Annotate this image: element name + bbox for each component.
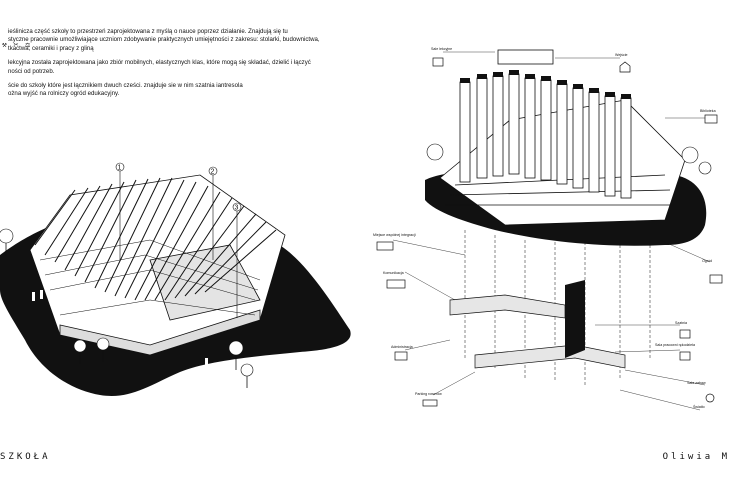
trees: [0, 228, 254, 377]
ground-floor-slabs: [449, 294, 626, 369]
floor-slabs: [39, 239, 261, 316]
callout-markers: [115, 162, 242, 318]
footer-author: Oliwia M: [662, 452, 730, 462]
label-play-room: Sala zabaw: [687, 381, 706, 385]
label-communication: Komunikacja: [383, 271, 404, 275]
label-leaders: [392, 51, 711, 411]
column-caps: [460, 70, 631, 99]
left-page: ⚒ ✂ ⚖ ieślinicza część szkoły to przestr…: [0, 28, 351, 462]
tree-trunks: [5, 243, 248, 388]
callout-3: 3: [235, 205, 239, 212]
label-icons: [376, 57, 723, 407]
workshop-tools-icon: ⚒ ✂ ⚖: [2, 40, 32, 49]
paragraph-workshops: ieślinicza część szkoły to przestrzeń za…: [8, 28, 320, 52]
callout-2: 2: [211, 169, 215, 176]
label-garden: Ogród: [702, 259, 712, 263]
label-wardrobe: Szatnia: [675, 321, 687, 325]
trees: [426, 143, 712, 175]
paragraph-classrooms: lekcyjna została zaprojektowana jako zbi…: [8, 59, 311, 75]
label-library: Biblioteka: [700, 109, 716, 113]
label-bike-parking: Parking rowerów: [415, 392, 442, 396]
label-entrance: Wejście: [615, 53, 628, 57]
exploded-axonometric: Sale lekcyjne Wejście Biblioteka Miejsce…: [373, 47, 723, 411]
people-figures: [32, 290, 208, 366]
label-crafts-room: Sala pracowni rękodzieła: [655, 343, 695, 347]
roof-frames: [34, 177, 277, 301]
paragraph-entrance: ście do szkoły które jest łącznikiem dwu…: [8, 82, 243, 98]
label-light: Światło: [693, 404, 705, 409]
label-administration: Administracja: [391, 345, 413, 349]
callout-1: 1: [118, 165, 122, 172]
label-classrooms: Sale lekcyjne: [431, 47, 452, 51]
label-integration-space: Miejsce wspólnej integracji: [373, 233, 416, 237]
school-axonometric-drawing: 1 2 3: [0, 162, 351, 396]
columns: [459, 49, 632, 199]
footer-title: SZKOŁA: [0, 452, 51, 462]
description-text: ieślinicza część szkoły to przestrzeń za…: [8, 28, 338, 105]
entrance-core: [565, 280, 585, 358]
right-page: Sale lekcyjne Wejście Biblioteka Miejsce…: [365, 0, 730, 480]
